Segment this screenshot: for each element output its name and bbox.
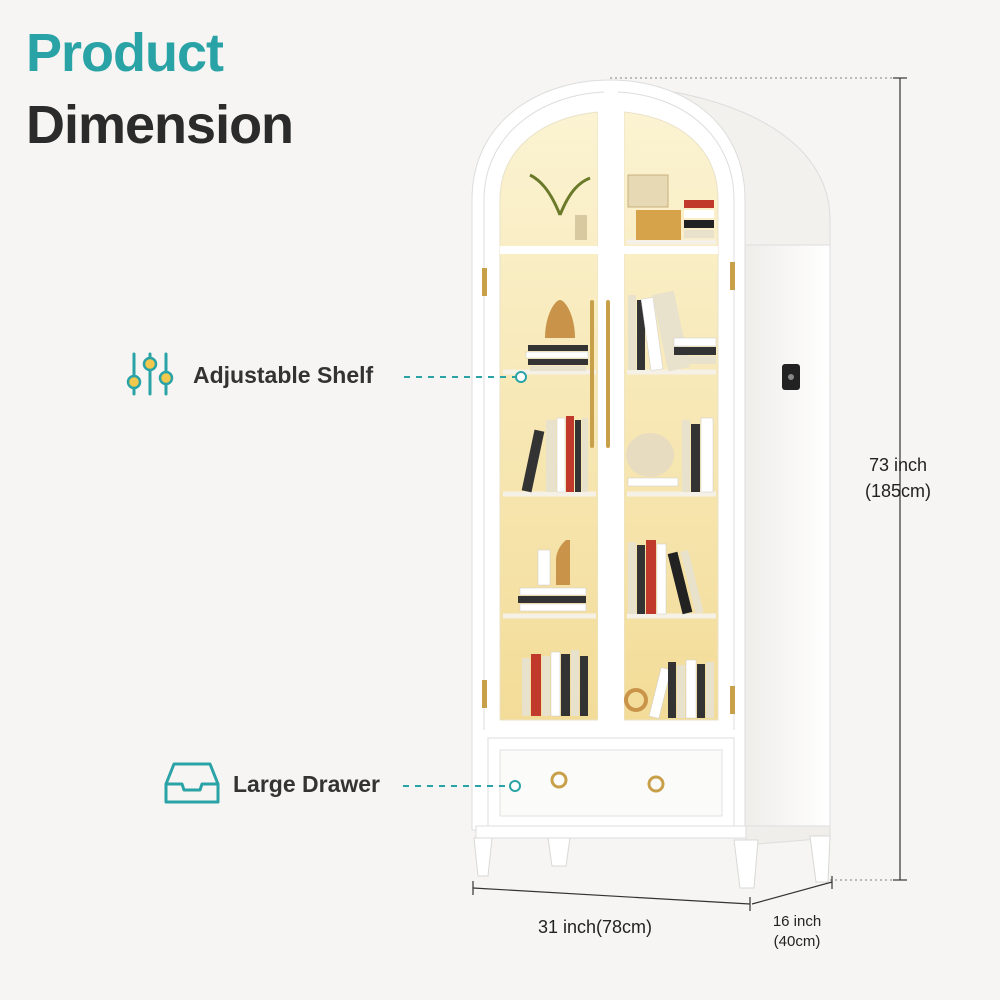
title-line-2: Dimension xyxy=(26,95,294,155)
shelves xyxy=(503,239,716,619)
drawer-knobs xyxy=(550,771,665,793)
books xyxy=(518,173,717,719)
hinges xyxy=(482,262,735,714)
adjustable-shelf-label: Adjustable Shelf xyxy=(193,362,374,388)
title-line-1: Product xyxy=(26,23,224,83)
left-door-glass xyxy=(499,111,599,721)
large-drawer-connector xyxy=(403,780,521,792)
sliders-icon xyxy=(126,352,174,396)
drawer-tray-icon xyxy=(164,762,220,804)
depth-dimension-label: 16 inch (40cm) xyxy=(762,912,832,952)
depth-cm-text: (40cm) xyxy=(773,933,821,950)
cabinet-base xyxy=(475,825,747,839)
depth-inch-text: 16 inch xyxy=(772,913,822,930)
adjustable-shelf-connector xyxy=(404,371,527,383)
height-dimension-line xyxy=(610,77,907,881)
large-drawer-label: Large Drawer xyxy=(233,771,381,797)
door-frames xyxy=(484,91,734,725)
height-cm-text: (185cm) xyxy=(864,481,931,501)
height-dimension-label: 73 inch (185cm) xyxy=(848,452,948,504)
depth-dimension-line xyxy=(751,876,833,905)
height-inch-text: 73 inch xyxy=(868,455,928,475)
width-dimension-line xyxy=(472,881,751,911)
width-dimension-text: 31 inch(78cm) xyxy=(537,917,653,937)
door-handles xyxy=(590,300,610,448)
door-frame-edges xyxy=(483,91,735,730)
cabinet-legs xyxy=(473,835,831,889)
